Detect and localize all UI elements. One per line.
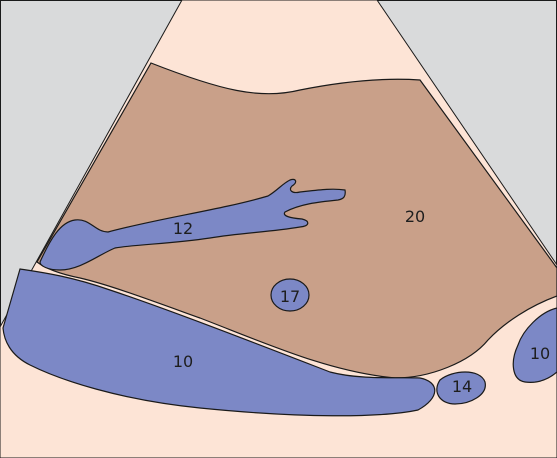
label-17: 17 bbox=[280, 287, 300, 306]
label-20: 20 bbox=[405, 207, 425, 226]
label-10-main: 10 bbox=[173, 352, 193, 371]
label-10-right: 10 bbox=[530, 344, 550, 363]
label-14: 14 bbox=[452, 377, 472, 396]
label-12: 12 bbox=[173, 219, 193, 238]
